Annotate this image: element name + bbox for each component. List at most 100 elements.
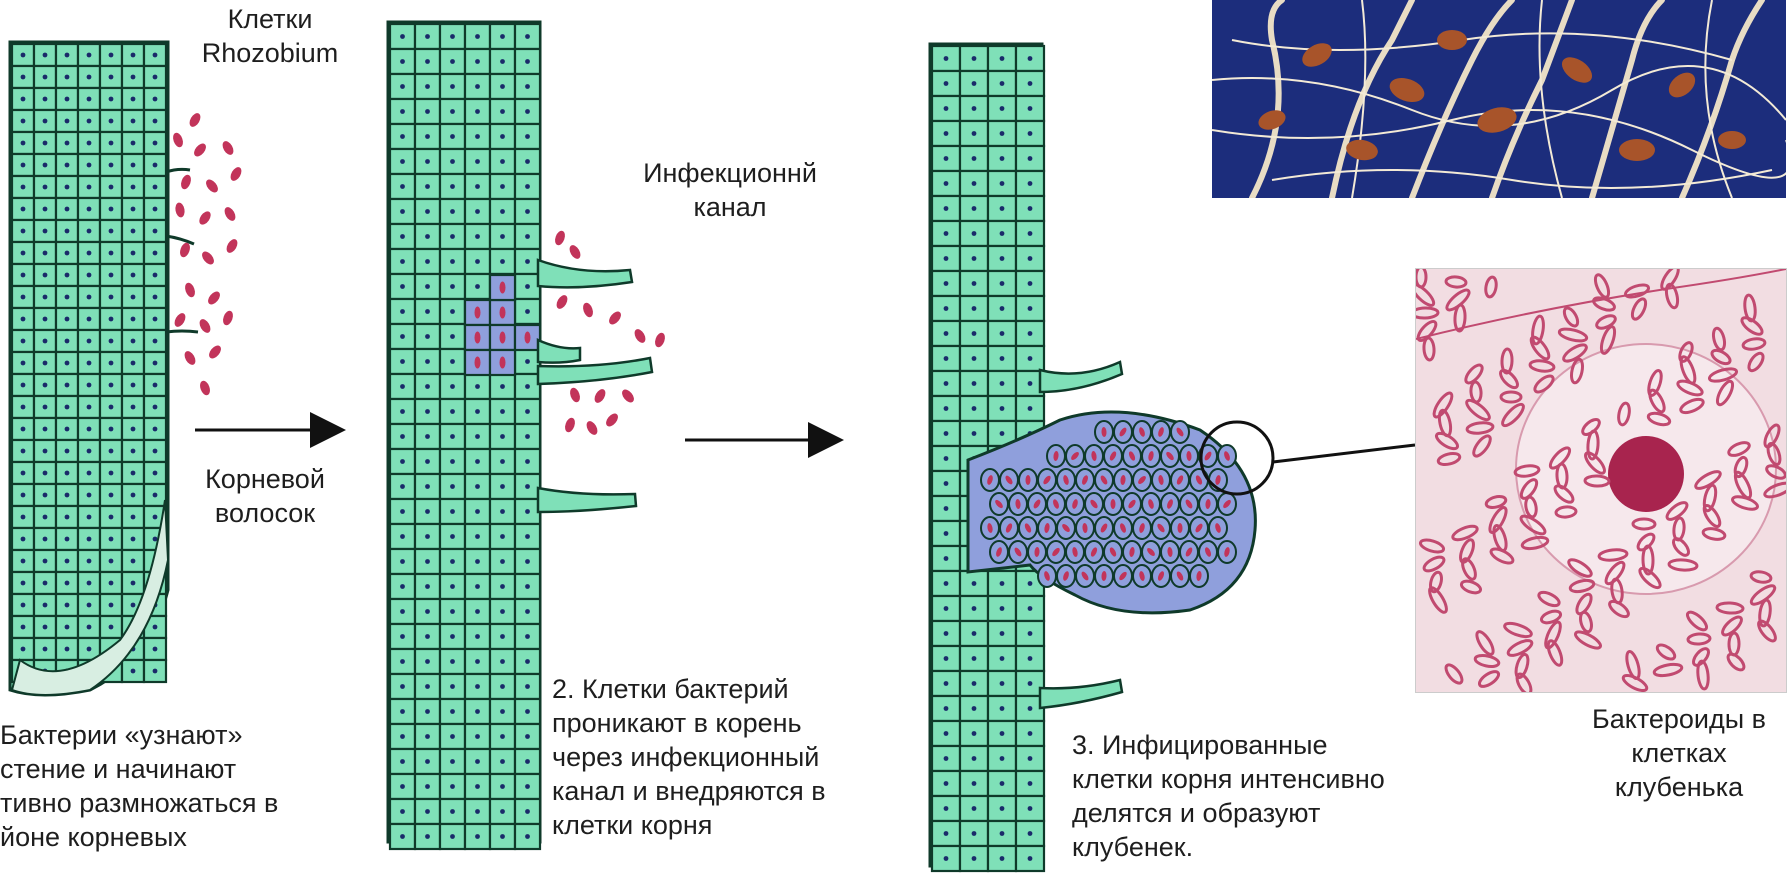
cell-nucleus — [400, 809, 405, 814]
cell-nucleus — [425, 759, 430, 764]
cell-nucleus — [1028, 356, 1033, 361]
cell-nucleus — [153, 383, 158, 388]
cell-nucleus — [65, 75, 70, 80]
cell-nucleus — [87, 119, 92, 124]
cell-nucleus — [500, 734, 505, 739]
cell-nucleus — [43, 185, 48, 190]
cell-nucleus — [525, 559, 530, 564]
cell-nucleus — [500, 234, 505, 239]
cell-nucleus — [153, 471, 158, 476]
cell-nucleus — [972, 131, 977, 136]
cell-nucleus — [400, 834, 405, 839]
cell-nucleus — [43, 515, 48, 520]
bacteria-cluster — [171, 111, 243, 396]
cell-nucleus — [21, 581, 26, 586]
bacterium — [182, 349, 197, 366]
bacterium — [183, 281, 197, 298]
cell-nucleus — [1000, 606, 1005, 611]
bacteroid — [1111, 499, 1116, 509]
cell-nucleus — [400, 759, 405, 764]
cell-nucleus — [425, 384, 430, 389]
cell-nucleus — [43, 229, 48, 234]
cell-nucleus — [131, 75, 136, 80]
cell-nucleus — [425, 159, 430, 164]
cell-nucleus — [1000, 831, 1005, 836]
cell-nucleus — [65, 647, 70, 652]
cell-nucleus — [972, 281, 977, 286]
cell-nucleus — [525, 534, 530, 539]
cell-nucleus — [450, 134, 455, 139]
cell-nucleus — [153, 493, 158, 498]
cell-nucleus — [1028, 131, 1033, 136]
cell-nucleus — [1028, 731, 1033, 736]
cell-nucleus — [65, 97, 70, 102]
cell-nucleus — [400, 84, 405, 89]
cell-nucleus — [87, 295, 92, 300]
cell-nucleus — [21, 405, 26, 410]
step3-caption: 3. Инфицированные клетки корня интенсивн… — [1072, 728, 1385, 864]
cell-nucleus — [500, 109, 505, 114]
caption-line: делятся и образуют — [1072, 796, 1385, 830]
cell-nucleus — [43, 537, 48, 542]
cell-nucleus — [21, 141, 26, 146]
cell-nucleus — [21, 339, 26, 344]
cell-nucleus — [131, 383, 136, 388]
cell-nucleus — [87, 97, 92, 102]
cell-nucleus — [475, 384, 480, 389]
cell-nucleus — [972, 306, 977, 311]
cell-nucleus — [944, 831, 949, 836]
cell-nucleus — [131, 185, 136, 190]
cell-nucleus — [109, 317, 114, 322]
cell-nucleus — [109, 163, 114, 168]
cell-nucleus — [1000, 356, 1005, 361]
cell-nucleus — [65, 119, 70, 124]
cell-nucleus — [400, 584, 405, 589]
cell-nucleus — [944, 156, 949, 161]
nodule-photo — [1212, 0, 1786, 198]
cell-nucleus — [65, 625, 70, 630]
cell-nucleus — [1000, 781, 1005, 786]
zoom-connector-line — [1273, 445, 1415, 462]
cell-nucleus — [475, 459, 480, 464]
cell-nucleus — [65, 515, 70, 520]
cell-nucleus — [425, 609, 430, 614]
cell-nucleus — [944, 181, 949, 186]
cell-nucleus — [972, 681, 977, 686]
bacterium — [500, 282, 506, 294]
cell-nucleus — [21, 361, 26, 366]
bacterium — [192, 141, 209, 158]
cell-nucleus — [450, 834, 455, 839]
cell-nucleus — [43, 75, 48, 80]
cell-nucleus — [1028, 856, 1033, 861]
cell-nucleus — [1000, 631, 1005, 636]
cell-nucleus — [972, 381, 977, 386]
cell-nucleus — [500, 434, 505, 439]
cell-nucleus — [972, 806, 977, 811]
cell-nucleus — [131, 581, 136, 586]
cell-nucleus — [21, 449, 26, 454]
cell-nucleus — [400, 284, 405, 289]
cell-nucleus — [425, 109, 430, 114]
cell-nucleus — [525, 359, 530, 364]
cell-nucleus — [475, 234, 480, 239]
cell-nucleus — [400, 484, 405, 489]
cell-nucleus — [500, 34, 505, 39]
root-hair — [538, 340, 580, 363]
root-panel-1 — [10, 42, 244, 695]
cell-nucleus — [131, 163, 136, 168]
cell-nucleus — [500, 584, 505, 589]
cell-nucleus — [21, 515, 26, 520]
cell-nucleus — [87, 515, 92, 520]
cell-nucleus — [21, 625, 26, 630]
cell-nucleus — [1028, 606, 1033, 611]
cell-nucleus — [400, 34, 405, 39]
cell-nucleus — [109, 119, 114, 124]
cell-nucleus — [1000, 131, 1005, 136]
cell-nucleus — [1028, 581, 1033, 586]
cell-nucleus — [500, 559, 505, 564]
cell-nucleus — [109, 295, 114, 300]
cell-nucleus — [475, 159, 480, 164]
cell-nucleus — [87, 141, 92, 146]
cell-nucleus — [21, 427, 26, 432]
cell-nucleus — [944, 231, 949, 236]
